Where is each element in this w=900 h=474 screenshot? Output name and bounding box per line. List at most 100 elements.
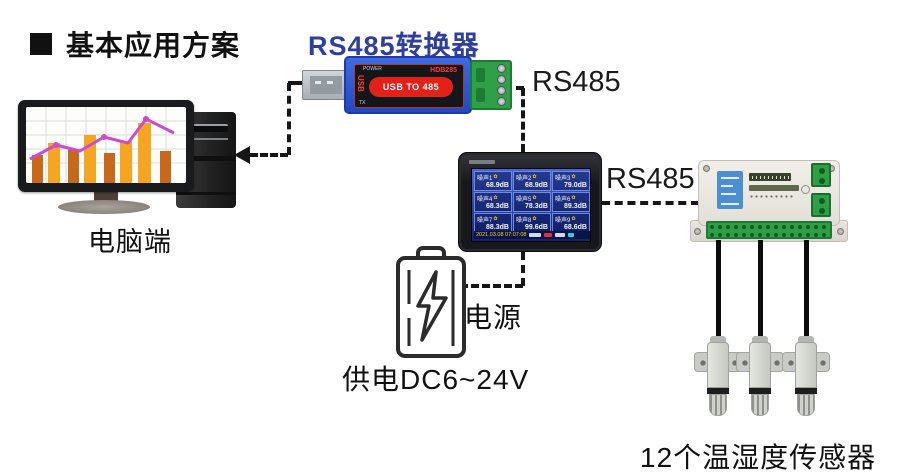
status-chip — [529, 233, 542, 237]
sensor-band — [749, 388, 771, 394]
module-terminal-strip — [706, 221, 832, 239]
terminal-screw — [497, 97, 506, 106]
module-blue-label — [717, 171, 743, 209]
usb-plug-contact — [310, 76, 342, 94]
connector-rs485-h — [502, 86, 524, 90]
power-supply-label: 供电DC6~24V — [342, 364, 530, 395]
alarm-icon: ✿ — [571, 216, 576, 222]
terminal-screw — [497, 86, 506, 95]
connector-usb-h2 — [250, 153, 288, 157]
terminal-slot — [476, 68, 485, 82]
status-chip-cyan — [568, 233, 575, 237]
cell-value: 68.6dB — [564, 224, 587, 231]
pc-drive-slot — [184, 124, 228, 132]
usb-to-485-text: USB TO 485 — [382, 82, 440, 92]
reading-cell: 噪声3✿ 79.0dB — [552, 171, 590, 191]
monitor-screen — [26, 107, 186, 183]
usb-to-485-badge: USB TO 485 — [369, 77, 453, 97]
usb-vertical-label: USB — [356, 75, 365, 92]
reading-cell: 噪声5✿ 78.3dB — [513, 192, 551, 212]
sensor-cable — [758, 240, 763, 340]
cell-value: 88.3dB — [486, 224, 509, 231]
sensor-body — [749, 342, 771, 388]
cell-value: 99.6dB — [525, 224, 548, 231]
pc-vent-line — [184, 138, 228, 140]
connector-power-h — [460, 284, 523, 288]
reading-cell: 噪声9✿ 68.6dB — [552, 213, 590, 233]
sensor-band — [795, 388, 817, 394]
terminal-screw — [497, 64, 506, 73]
series-label — [469, 160, 495, 164]
status-chip — [555, 233, 566, 237]
sensor-vent — [709, 394, 727, 416]
module-terminal-top — [811, 163, 831, 187]
alarm-icon: ✿ — [571, 195, 576, 201]
terminal-slot — [476, 88, 485, 102]
bar-chart-icon — [26, 107, 186, 183]
connector-usb-v — [287, 83, 291, 155]
hmi-screen: 噪声1✿ 68.9dB 噪声2✿ 68.9dB 噪声3✿ 79.0dB 噪声4✿… — [471, 168, 591, 242]
module-brand-label — [749, 173, 791, 181]
converter-terminal-block — [470, 60, 512, 110]
reading-cell: 噪声8✿ 99.6dB — [513, 213, 551, 233]
status-chip-red — [544, 233, 553, 237]
cell-label: 噪声1 — [477, 176, 493, 182]
sensor-cap — [710, 336, 726, 344]
cell-value: 79.0dB — [564, 182, 587, 189]
alarm-icon: ✿ — [571, 174, 576, 180]
page-title: 基本应用方案 — [30, 24, 240, 64]
usb-plug — [302, 70, 348, 100]
alarm-icon: ✿ — [532, 216, 537, 222]
reading-cell: 噪声4✿ 68.3dB — [474, 192, 512, 212]
usb-slot — [327, 81, 333, 84]
sensor-body — [795, 342, 817, 388]
reading-cell: 噪声2✿ 68.9dB — [513, 171, 551, 191]
collector-module — [698, 160, 840, 226]
cell-label: 噪声4 — [477, 197, 493, 203]
sensor-cap — [752, 336, 768, 344]
cell-label: 噪声9 — [555, 218, 571, 224]
screw-icon — [694, 228, 701, 235]
hmi-display: 噪声1✿ 68.9dB 噪声2✿ 68.9dB 噪声3✿ 79.0dB 噪声4✿… — [458, 152, 602, 252]
battery-icon — [392, 246, 472, 367]
converter-body: POWER HDB285 USB USB TO 485 TX — [344, 56, 472, 114]
cell-label: 噪声8 — [516, 218, 532, 224]
sensor-body — [707, 342, 729, 388]
screw-icon — [703, 165, 710, 172]
sensor-vent — [751, 394, 769, 416]
cell-label: 噪声3 — [555, 176, 571, 182]
connector-rs485-v — [521, 88, 525, 152]
sensor-cable — [804, 240, 809, 340]
power-label: 电源 — [464, 302, 523, 333]
sensor-vent — [797, 394, 815, 416]
cell-label: 噪声2 — [516, 176, 532, 182]
sensor-cap — [798, 336, 814, 344]
cell-value: 78.3dB — [525, 203, 548, 210]
cell-label: 噪声7 — [477, 218, 493, 224]
pc-seam-lower — [176, 192, 236, 195]
cell-label: 噪声5 — [516, 197, 532, 203]
tx-label: TX — [359, 100, 366, 106]
module-terminal-bottom — [811, 193, 831, 217]
title-bullet-square — [30, 33, 52, 55]
status-time: 2021.03.08 07:07:08 — [476, 232, 527, 238]
sensors-label: 12个温湿度传感器 — [640, 442, 877, 473]
status-bar: 2021.03.08 07:07:08 — [474, 231, 590, 239]
arrow-left-icon — [234, 146, 250, 164]
page-title-text: 基本应用方案 — [66, 30, 241, 61]
monitor — [18, 100, 194, 192]
connector-rs485-right — [602, 201, 699, 205]
module-text-row — [749, 195, 793, 198]
cell-value: 68.3dB — [486, 203, 509, 210]
reading-cell: 噪声6✿ 89.3dB — [552, 192, 590, 212]
cell-value: 68.9dB — [525, 182, 548, 189]
alarm-icon: ✿ — [532, 174, 537, 180]
rs485-label-top: RS485 — [532, 66, 621, 98]
rs485-label-right: RS485 — [606, 163, 695, 195]
cell-label: 噪声6 — [555, 197, 571, 203]
reading-cell: 噪声1✿ 68.9dB — [474, 171, 512, 191]
pc-seam — [176, 156, 236, 161]
sensor-band — [707, 388, 729, 394]
connector-usb-h — [288, 81, 304, 85]
